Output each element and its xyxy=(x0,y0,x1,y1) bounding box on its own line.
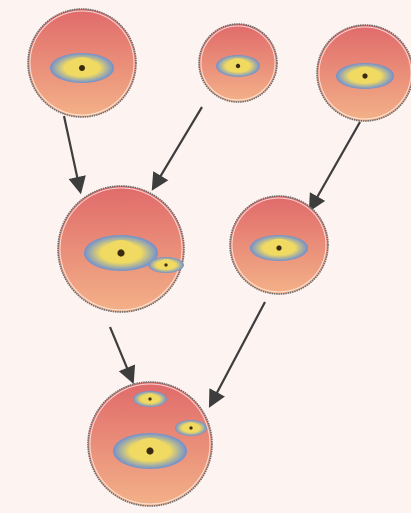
halo-middle-right xyxy=(230,196,328,294)
black-hole-core xyxy=(148,397,151,400)
halo-top-right xyxy=(317,25,411,121)
galaxy-icon xyxy=(84,235,158,271)
galaxy-icon xyxy=(250,235,308,261)
arrow-halo-top-left-to-halo-middle-left xyxy=(64,116,80,190)
galaxy-icon xyxy=(216,55,260,77)
halo-top-left xyxy=(28,9,136,117)
black-hole-core xyxy=(164,263,167,266)
black-hole-core xyxy=(236,64,240,68)
halos-layer xyxy=(28,9,411,506)
galaxy-icon xyxy=(113,433,187,469)
galaxy-icon xyxy=(148,257,184,273)
galaxy-icon xyxy=(175,420,207,436)
black-hole-core xyxy=(79,65,85,71)
arrow-halo-top-right-to-halo-middle-right xyxy=(311,122,360,208)
arrow-halo-top-middle-to-halo-middle-left xyxy=(154,107,202,187)
halo-bottom xyxy=(88,382,212,506)
black-hole-core xyxy=(276,245,281,250)
black-hole-core xyxy=(189,426,192,429)
galaxy-icon xyxy=(336,63,394,89)
halo-middle-left xyxy=(58,186,184,312)
arrow-halo-middle-right-to-halo-bottom xyxy=(211,302,265,404)
arrow-halo-middle-left-to-halo-bottom xyxy=(110,327,132,380)
black-hole-core xyxy=(117,249,124,256)
galaxy-icon xyxy=(50,53,114,83)
halo-top-middle xyxy=(199,24,277,102)
black-hole-core xyxy=(146,447,153,454)
galaxy-icon xyxy=(133,391,167,407)
black-hole-core xyxy=(362,73,367,78)
